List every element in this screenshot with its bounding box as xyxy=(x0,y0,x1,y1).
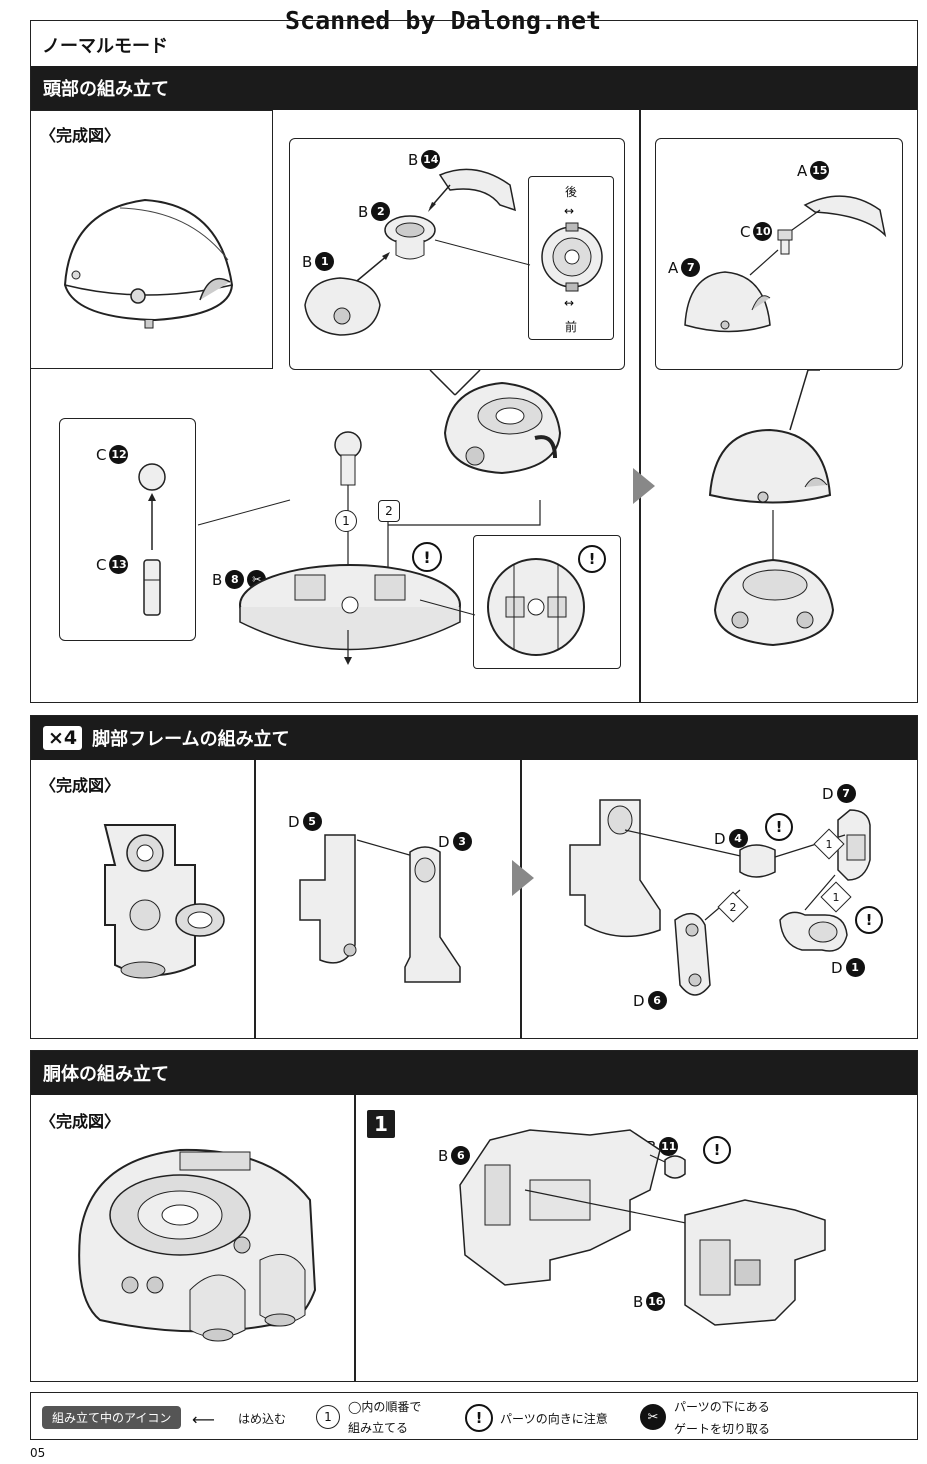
caution-icon-body: ! xyxy=(703,1136,731,1164)
mode-title: ノーマルモード xyxy=(42,36,168,57)
head-base-illustration xyxy=(197,431,541,665)
body-completed-label: 〈完成図〉 xyxy=(40,1112,121,1131)
orientation-inset xyxy=(528,176,614,340)
head-title: 頭部の組み立て xyxy=(43,79,169,100)
head-completed-label: 〈完成図〉 xyxy=(40,126,121,145)
leg-completed-label: 〈完成図〉 xyxy=(40,776,121,795)
legend-icons-label: 組み立て中のアイコン xyxy=(42,1406,182,1429)
base-inset-box xyxy=(473,535,621,669)
legend-caution: パーツの向きに注意 xyxy=(500,1412,608,1426)
head-title-bar: 頭部の組み立て xyxy=(31,66,917,110)
legend-push-in: はめ込む xyxy=(238,1412,287,1426)
orientation-front-label: 前 xyxy=(565,320,578,334)
body-title-bar: 胴体の組み立て xyxy=(31,1051,917,1095)
caution-icon-leg-1: ! xyxy=(765,813,793,841)
head-shell-parts-illustration xyxy=(684,195,887,333)
leg-final-parts-illustration xyxy=(569,799,871,996)
step-arrow-leg xyxy=(512,860,534,896)
leg-title-bar: ×4 脚部フレームの組み立て xyxy=(31,716,917,760)
leg-section xyxy=(30,715,918,1039)
callout-lines-shell xyxy=(789,369,820,431)
head-parts-illustration xyxy=(304,168,531,336)
leg-multiplier: ×4 xyxy=(43,726,83,750)
order-2-badge: 2 xyxy=(378,500,400,522)
head-inner-assembled xyxy=(443,381,562,475)
base-inset-illustration xyxy=(487,558,585,656)
callout-lines-head xyxy=(429,369,481,396)
legend-bar xyxy=(30,1392,918,1440)
head-final-assembly-illustration xyxy=(708,428,835,647)
caution-icon: ! xyxy=(412,542,442,572)
leg-title: 脚部フレームの組み立て xyxy=(92,729,290,750)
leg-completed-illustration xyxy=(103,824,225,979)
svg-text:↔: ↔ xyxy=(564,204,574,218)
head-completed-illustration xyxy=(63,198,234,329)
orientation-back-label: 後 xyxy=(565,185,578,199)
caution-icon-inset: ! xyxy=(578,545,606,573)
page-number: 05 xyxy=(30,1446,46,1460)
leg-divider-1 xyxy=(254,760,256,1038)
head-divider xyxy=(639,110,641,702)
svg-text:↔: ↔ xyxy=(564,296,574,310)
order-1-badge: 1 xyxy=(335,510,357,532)
leg-divider-2 xyxy=(520,760,522,1038)
pin-illustration xyxy=(138,463,166,616)
body-completed-illustration xyxy=(78,1148,317,1342)
legend-order-line1: ◯内の順番で xyxy=(348,1400,422,1414)
legend-order-icon: 1 xyxy=(316,1405,340,1429)
body-title: 胴体の組み立て xyxy=(43,1064,169,1085)
head-completed-box xyxy=(30,110,273,369)
pin-subassembly-box xyxy=(59,418,196,641)
body-step-number: 1 xyxy=(367,1110,395,1138)
legend-caution-icon: ! xyxy=(465,1404,493,1432)
push-in-arrow-icon: ⟵ xyxy=(192,1410,215,1429)
legend-order-line2: 組み立てる xyxy=(348,1421,409,1435)
orientation-ring-illustration: ↔ ↔ xyxy=(541,204,603,310)
step-arrow-head-tail xyxy=(633,478,645,494)
head-subassembly-box xyxy=(289,138,625,370)
leg-frame-parts-illustration xyxy=(299,834,461,983)
body-parts-illustration xyxy=(459,1129,826,1326)
body-divider xyxy=(354,1095,356,1381)
legend-cut-line2: ゲートを切り取る xyxy=(674,1422,771,1436)
caution-icon-leg-2: ! xyxy=(855,906,883,934)
head-shell-box xyxy=(655,138,903,370)
body-section xyxy=(30,1050,918,1382)
legend-cut-icon: ✂ xyxy=(640,1404,666,1430)
legend-cut-line1: パーツの下にある xyxy=(674,1400,770,1414)
